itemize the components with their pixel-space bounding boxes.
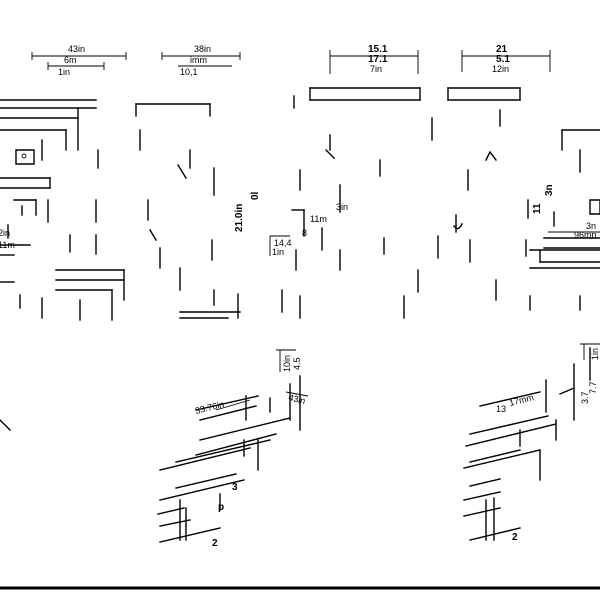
dim-depth-label: 10,1 <box>180 67 198 77</box>
dim-inner-label-4: 8 <box>302 228 307 238</box>
dim-depth-label: 12in <box>492 64 509 74</box>
dim-top-label: 21 <box>496 44 508 55</box>
dim-inner-label-2: 1in <box>272 247 284 257</box>
dim-height-label-2: 7.7 <box>588 381 598 394</box>
dim-inner-label: 6m <box>64 55 77 65</box>
dim-inner-label: 14,4 <box>274 238 292 248</box>
isometric-right-cabinet: 17mm 13 1in 7.7 3.7 2 <box>463 343 600 543</box>
elevation-second-cabinet: 38in imm 10,1 <box>135 44 241 319</box>
dim-height-label: 21.0in <box>234 204 245 232</box>
isometric-left-cabinet: 10in 4.5 33.76in 43in p 3 2 <box>0 349 309 549</box>
dim-width-label: 43in <box>68 44 85 54</box>
dim-depth-label: 1in <box>58 67 70 77</box>
dim-side-label: 2in <box>0 228 10 238</box>
elevation-center-cabinet: 15.1 17.1 7in 21.0in 0l 14,4 1in 11m <box>234 44 421 319</box>
dim-inner-label: imm <box>190 55 207 65</box>
dim-side-label-2: 11m <box>0 240 15 250</box>
dim-height-label: 1in <box>590 348 600 360</box>
dim-mid-label: 17.1 <box>368 54 388 65</box>
dim-height-label: 10in <box>282 355 292 372</box>
dim-depth-label: 43in <box>288 392 307 406</box>
part-mark-label-2: 3 <box>232 482 238 493</box>
part-mark-label: 2 <box>512 532 518 543</box>
elevation-right-cabinet: 3n 96mn 3n 11 <box>525 129 600 311</box>
part-mark-label-3: 2 <box>212 538 218 549</box>
dim-label: 13 <box>496 404 506 414</box>
dim-vertical-label-2: 11 <box>532 203 543 214</box>
dim-label-2: 96mn <box>574 230 597 240</box>
dim-width-label: 33.76in <box>194 399 225 416</box>
elevation-left-cabinet: 43in 6m 1in <box>0 44 127 321</box>
dim-height-label-2: 4.5 <box>292 357 302 370</box>
dim-label: 3n <box>586 221 596 231</box>
dim-top-label: 15.1 <box>368 44 388 55</box>
part-mark-label: p <box>218 502 224 513</box>
dim-inner-label-5: 3in <box>336 202 348 212</box>
dim-width-label: 17mm <box>508 392 535 408</box>
dim-mid-label: 5.1 <box>496 54 510 65</box>
dim-depth-label: 7in <box>370 64 382 74</box>
dim-height-label-3: 3.7 <box>580 391 590 404</box>
dim-height-label-2: 0l <box>250 191 261 200</box>
dim-inner-label-3: 11m <box>310 214 327 224</box>
dim-vertical-label: 3n <box>544 184 555 196</box>
dim-width-label: 38in <box>194 44 211 54</box>
elevation-fourth-cabinet: 21 5.1 12in <box>417 44 551 301</box>
